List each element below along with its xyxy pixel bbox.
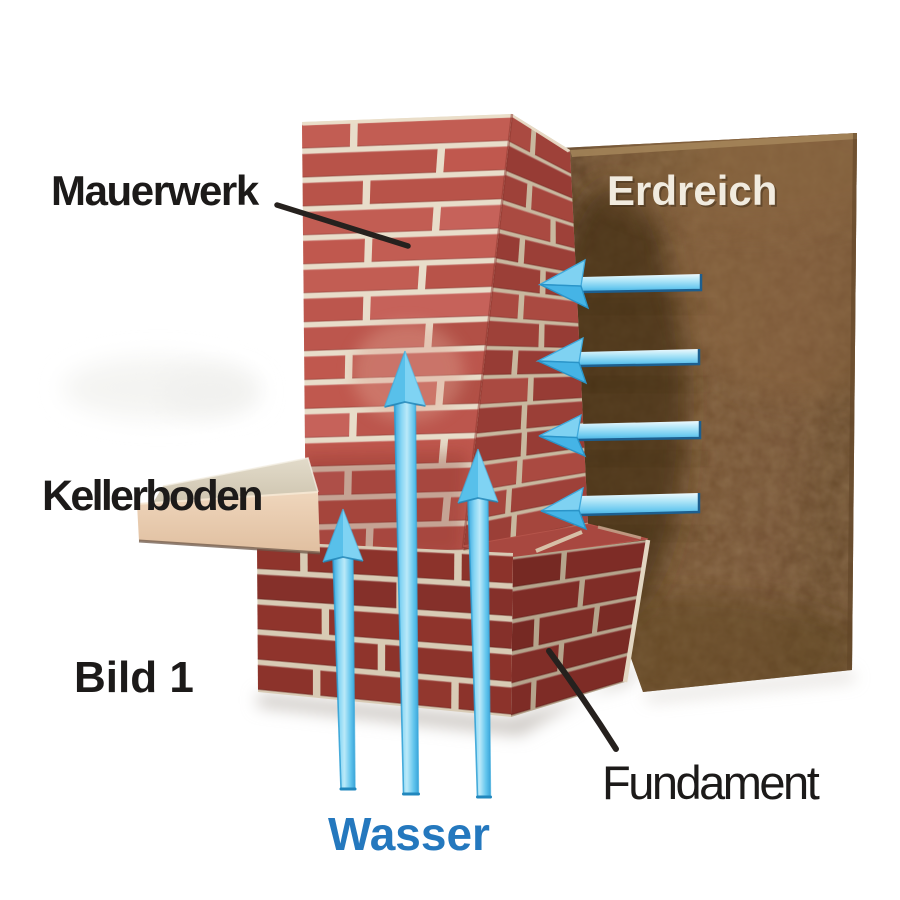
- svg-text:Erdreich: Erdreich: [609, 169, 779, 216]
- svg-text:Fundament: Fundament: [602, 756, 820, 809]
- svg-text:Mauerwerk: Mauerwerk: [51, 167, 260, 214]
- svg-text:Kellerboden: Kellerboden: [42, 472, 261, 520]
- svg-text:Wasser: Wasser: [328, 808, 490, 860]
- svg-text:Erdreich: Erdreich: [607, 167, 777, 214]
- svg-text:Bild 1: Bild 1: [74, 653, 194, 702]
